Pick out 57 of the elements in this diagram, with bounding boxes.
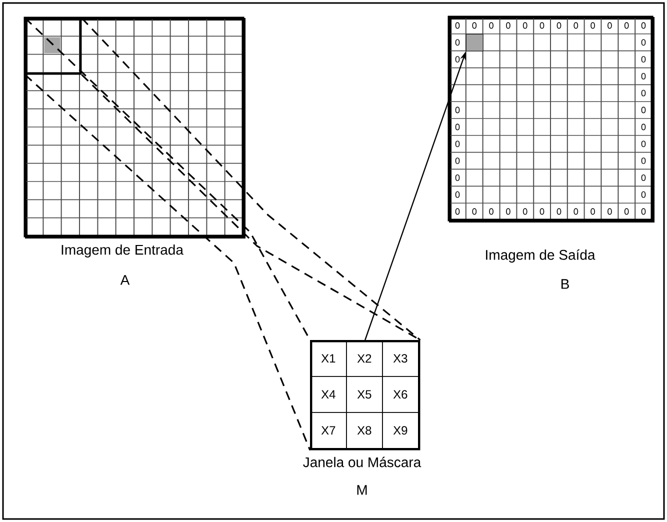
zero-value: 0 bbox=[641, 39, 646, 46]
image-caption: Imagem de Saída bbox=[486, 249, 596, 263]
zero-value: 0 bbox=[641, 140, 646, 148]
zero-value: 0 bbox=[455, 56, 460, 62]
zero-value: 0 bbox=[641, 124, 646, 130]
zero-value: 0 bbox=[624, 208, 629, 215]
zero-value: 0 bbox=[489, 22, 494, 29]
zero-value: 0 bbox=[540, 22, 544, 29]
mask-cell: X9 bbox=[382, 412, 419, 449]
zero-value: 0 bbox=[556, 208, 562, 215]
window-frame bbox=[25, 18, 82, 75]
zero-value: 0 bbox=[556, 22, 562, 29]
mask-cell: X4 bbox=[310, 376, 347, 413]
mask-cell: X5 bbox=[346, 376, 383, 413]
zero-value: 0 bbox=[506, 22, 510, 29]
image-caption: Imagem de Entrada bbox=[62, 244, 184, 258]
zero-value: 0 bbox=[624, 22, 629, 29]
zero-value: 0 bbox=[455, 208, 460, 215]
image-caption: Janela ou Máscara bbox=[303, 456, 422, 468]
zero-value: 0 bbox=[641, 56, 646, 62]
zero-value: 0 bbox=[455, 191, 460, 198]
zero-value: 0 bbox=[574, 22, 578, 29]
zero-value: 0 bbox=[455, 140, 460, 148]
zero-value: 0 bbox=[455, 158, 460, 164]
image-letter: M bbox=[357, 485, 367, 495]
zero-value: 0 bbox=[641, 22, 646, 29]
zero-value: 0 bbox=[641, 73, 646, 80]
zero-value: 0 bbox=[522, 208, 528, 215]
image-letter: B bbox=[561, 279, 569, 289]
zero-value: 0 bbox=[641, 174, 646, 181]
zero-value: 0 bbox=[455, 22, 460, 29]
zero-value: 0 bbox=[540, 208, 544, 215]
zero-value: 0 bbox=[590, 22, 595, 29]
zero-value: 0 bbox=[590, 208, 595, 215]
mask-cell: X1 bbox=[310, 340, 347, 377]
zero-value: 0 bbox=[641, 158, 646, 164]
zero-value: 0 bbox=[641, 106, 646, 114]
mask-cell: X6 bbox=[382, 376, 419, 413]
image-letter: A bbox=[120, 275, 130, 285]
zero-value: 0 bbox=[472, 208, 477, 215]
zero-value: 0 bbox=[489, 208, 494, 215]
zero-value: 0 bbox=[574, 208, 578, 215]
zero-value: 0 bbox=[522, 22, 528, 29]
zero-value: 0 bbox=[641, 191, 646, 198]
zero-value: 0 bbox=[455, 124, 460, 130]
zero-value: 0 bbox=[641, 208, 646, 215]
mask-cell: X2 bbox=[346, 340, 383, 377]
zero-value: 0 bbox=[455, 106, 460, 114]
zero-value: 0 bbox=[455, 174, 460, 181]
zero-value: 0 bbox=[608, 22, 612, 29]
zero-value: 0 bbox=[506, 208, 510, 215]
mask-cell: X7 bbox=[310, 412, 347, 449]
output-pixel bbox=[466, 34, 484, 52]
mask-cell: X3 bbox=[382, 340, 419, 377]
zero-value: 0 bbox=[641, 90, 646, 96]
zero-value: 0 bbox=[608, 208, 612, 215]
mask-cell: X8 bbox=[346, 412, 383, 449]
